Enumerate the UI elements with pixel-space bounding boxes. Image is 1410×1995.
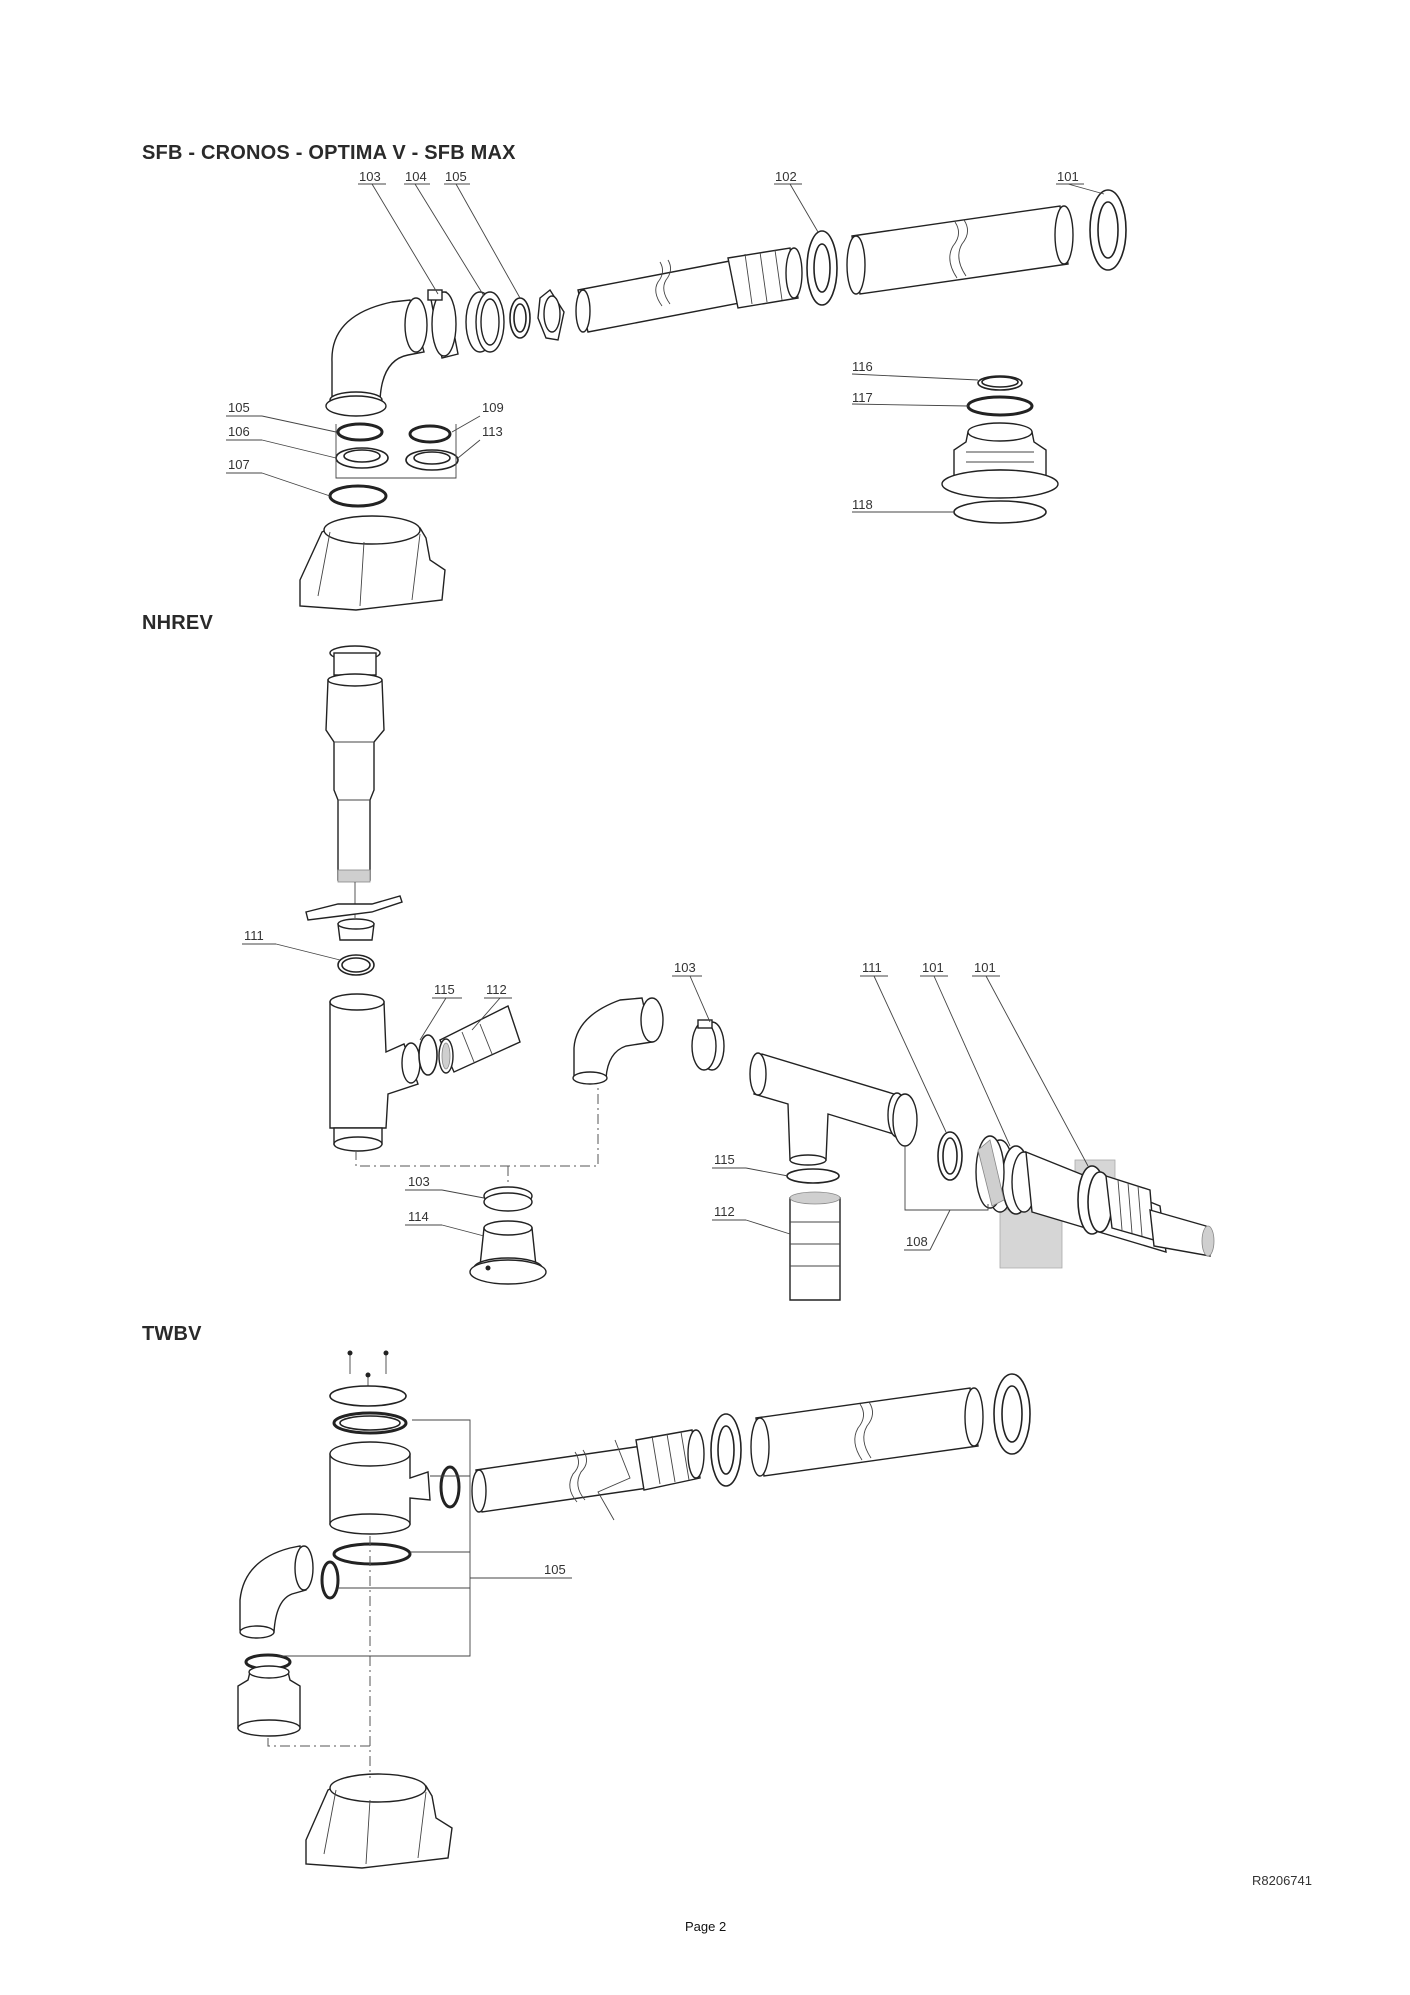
page-number: Page 2 [685, 1919, 727, 1934]
twbv-diagram: 105 [237, 1350, 1031, 1869]
twbv-elbow [239, 1545, 314, 1639]
nhrev-adapter-114 [469, 1220, 547, 1285]
sfb-clamp-103 [427, 289, 459, 359]
callout-101: 101 [922, 960, 944, 975]
callout-113: 113 [482, 424, 503, 439]
callout-108: 108 [906, 1234, 928, 1249]
callout-103b: 103 [408, 1174, 430, 1189]
callout-115b: 115 [714, 1152, 735, 1167]
nhrev-leader-lines [242, 943, 1089, 1251]
nhrev-horizontal-tee [749, 1052, 918, 1166]
nhrev-wall-terminal [975, 1135, 1215, 1269]
callout-101b: 101 [974, 960, 996, 975]
nhrev-pipe-112b [789, 1191, 841, 1301]
twbv-gasket-side [439, 1465, 461, 1509]
callout-111: 111 [244, 928, 264, 943]
section-title-twbv: TWBV [142, 1323, 202, 1345]
callout-105: 105 [445, 169, 467, 184]
nhrev-gasket-115b [786, 1168, 840, 1184]
sfb-gasket-117 [966, 395, 1034, 417]
callout-103: 103 [674, 960, 696, 975]
nhrev-vertical-terminal [305, 645, 403, 941]
sfb-gasket-107 [328, 484, 388, 508]
twbv-callouts: 105 [544, 1562, 566, 1577]
sfb-outer-pipe [846, 205, 1074, 295]
callout-115: 115 [434, 982, 455, 997]
nhrev-diagram: 111 115 112 103 111 101 101 103 114 115 … [242, 645, 1215, 1301]
sfb-inner-pipe [575, 247, 803, 333]
callout-114: 114 [408, 1209, 429, 1224]
sfb-plate-118 [953, 500, 1047, 524]
callout-103: 103 [359, 169, 381, 184]
twbv-tee-body [329, 1441, 431, 1535]
callout-107: 107 [228, 457, 250, 472]
callout-101: 101 [1057, 169, 1079, 184]
nhrev-clamp-103a [691, 1019, 725, 1071]
callout-111b: 111 [862, 960, 882, 975]
twbv-gasket-elbow [320, 1560, 340, 1600]
callout-118: 118 [852, 497, 873, 512]
callout-112b: 112 [714, 1204, 735, 1219]
twbv-outer-pipe [750, 1387, 984, 1477]
sfb-gasket-109 [408, 424, 452, 444]
sfb-callouts: 103 104 105 102 101 116 117 118 105 106 … [228, 169, 1079, 512]
sfb-roof-base [299, 515, 446, 611]
callout-109: 109 [482, 400, 504, 415]
callout-102: 102 [775, 169, 797, 184]
callout-112: 112 [486, 982, 507, 997]
sfb-flue-adapter [941, 422, 1059, 499]
twbv-reducer [237, 1665, 301, 1737]
twbv-ring-top [332, 1411, 408, 1435]
twbv-screws [347, 1350, 389, 1396]
section-title-nhrev: NHREV [142, 612, 214, 634]
nhrev-elbow [572, 997, 664, 1085]
nhrev-callouts: 111 115 112 103 111 101 101 103 114 115 … [244, 928, 996, 1249]
sfb-seal-104 [465, 291, 505, 353]
sfb-gasket-105b [336, 422, 384, 442]
callout-106: 106 [228, 424, 250, 439]
callout-104: 104 [405, 169, 427, 184]
callout-105: 105 [544, 1562, 566, 1577]
callout-105b: 105 [228, 400, 250, 415]
nhrev-clamp-103b [483, 1186, 533, 1212]
twbv-cover-plate [329, 1385, 407, 1407]
document-reference-code: R8206741 [1252, 1873, 1312, 1888]
nhrev-tee [329, 993, 421, 1152]
nhrev-gasket-115a [418, 1034, 438, 1076]
nhrev-pipe-112a [438, 1005, 521, 1074]
twbv-gasket-bottom [332, 1542, 412, 1566]
twbv-roof-base [305, 1773, 453, 1869]
callout-117: 117 [852, 390, 873, 405]
twbv-inner-pipe [471, 1429, 705, 1521]
sfb-elbow [325, 297, 428, 417]
section-title-sfb: SFB - CRONOS - OPTIMA V - SFB MAX [142, 142, 516, 164]
sfb-diagram: 103 104 105 102 101 116 117 118 105 106 … [226, 169, 1127, 611]
sfb-flange [537, 288, 565, 341]
callout-116: 116 [852, 359, 873, 374]
sfb-leader-lines [226, 183, 1105, 513]
